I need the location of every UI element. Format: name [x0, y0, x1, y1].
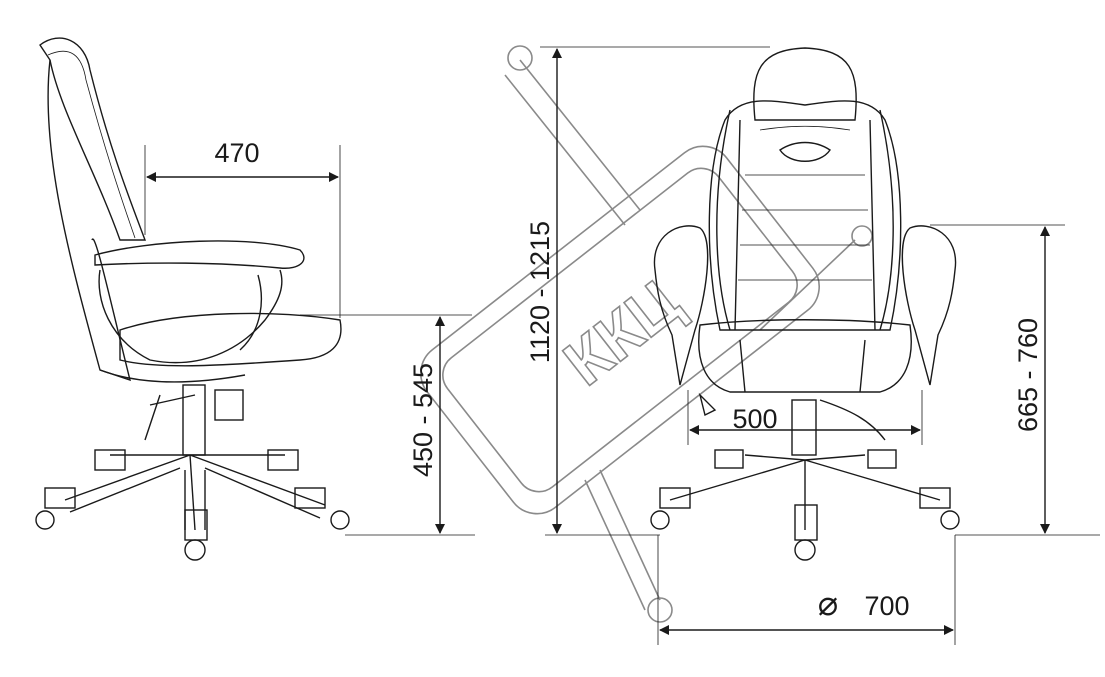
- svg-text:ККЦ: ККЦ: [550, 265, 693, 399]
- armrest-height-label: 665 - 760: [1013, 318, 1043, 432]
- seat-width-label: 500: [732, 404, 777, 434]
- watermark-logo: ККЦ: [420, 45, 873, 623]
- side-view-chair: [35, 37, 350, 561]
- diameter-symbol: ⌀: [818, 585, 838, 623]
- base-diameter-label: 700: [864, 591, 909, 621]
- extension-lines: [144, 46, 1100, 645]
- front-view-chair: [650, 47, 960, 561]
- seat-depth-label: 470: [214, 138, 259, 168]
- seat-height-label: 450 - 545: [408, 363, 438, 477]
- total-height-label: 1120 - 1215: [525, 221, 555, 363]
